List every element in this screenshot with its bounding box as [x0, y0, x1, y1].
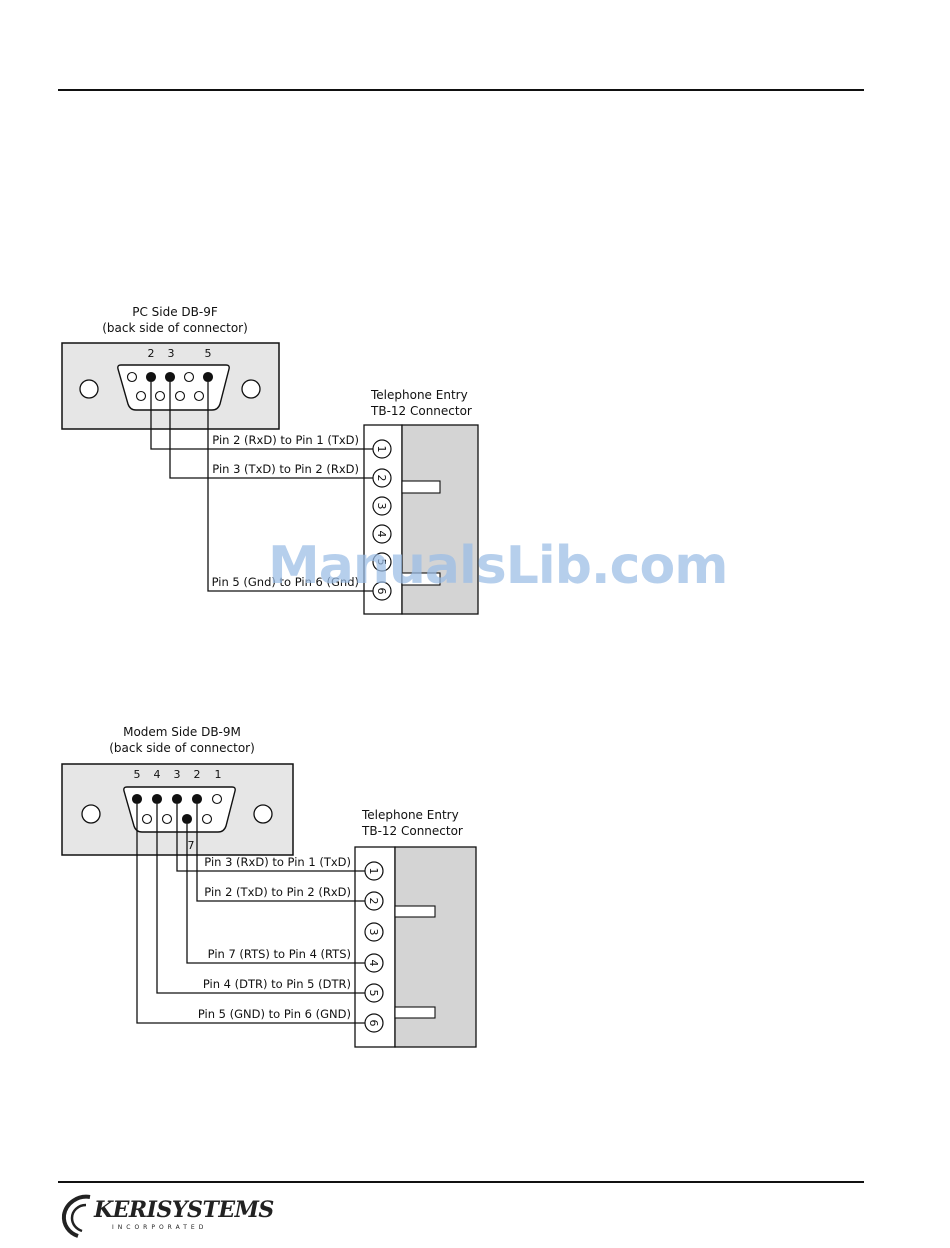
pc-connector-subtitle: (back side of connector) [102, 321, 248, 335]
modem-pin [201, 813, 213, 825]
pc-wire [169, 382, 373, 479]
modem-pin [161, 813, 173, 825]
watermark-text: ManualsLib.com [268, 536, 728, 596]
logo-tagline: INCORPORATED [112, 1224, 208, 1231]
pc-terminal-3: 3 [372, 496, 392, 516]
svg-text:6: 6 [375, 588, 388, 595]
modem-pin7-label: 7 [188, 839, 195, 852]
pc-terminal-tab [401, 572, 441, 586]
bottom-rule [58, 1181, 864, 1183]
modem-wire [156, 804, 365, 994]
modem-pin-number: 3 [174, 768, 181, 781]
modem-pin-number: 1 [215, 768, 222, 781]
pc-terminal-2: 2 [372, 468, 392, 488]
svg-text:6: 6 [367, 1020, 380, 1027]
modem-mount-hole-left [81, 804, 101, 824]
modem-terminal-1: 1 [364, 861, 384, 881]
svg-text:1: 1 [375, 446, 388, 453]
pc-pin [135, 390, 147, 402]
modem-terminal-4: 4 [364, 953, 384, 973]
modem-db9-face [123, 786, 236, 833]
svg-text:4: 4 [375, 531, 388, 538]
modem-wire-label: Pin 3 (RxD) to Pin 1 (TxD) [204, 855, 351, 869]
svg-text:2: 2 [375, 475, 388, 482]
modem-tb-subtitle: TB-12 Connector [361, 824, 463, 838]
pc-wire-label: Pin 5 (Gnd) to Pin 6 (Gnd) [212, 575, 359, 589]
modem-pin [141, 813, 153, 825]
svg-text:5: 5 [367, 990, 380, 997]
modem-terminal-tab [394, 1006, 436, 1019]
modem-connector-title: Modem Side DB-9M [123, 725, 241, 739]
pc-pin [154, 390, 166, 402]
pc-terminal-1: 1 [372, 439, 392, 459]
pc-terminal-5: 5 [372, 552, 392, 572]
pc-terminal-tab [401, 480, 441, 494]
logo-emblem-icon [61, 1194, 91, 1238]
svg-text:5: 5 [375, 559, 388, 566]
svg-text:1: 1 [367, 868, 380, 875]
pc-pin-number: 3 [168, 347, 175, 360]
pc-pin [193, 390, 205, 402]
pc-pin-wired [202, 371, 214, 383]
modem-terminal-5: 5 [364, 983, 384, 1003]
modem-pin-number: 4 [154, 768, 161, 781]
pc-wire-label: Pin 3 (TxD) to Pin 2 (RxD) [212, 462, 359, 476]
svg-text:3: 3 [375, 503, 388, 510]
modem-wire [136, 804, 365, 1024]
pc-terminal-4: 4 [372, 524, 392, 544]
diagram-pc-db9f: PC Side DB-9F (back side of connector) 2… [61, 305, 479, 615]
modem-pin-number: 5 [134, 768, 141, 781]
modem-wire-label: Pin 5 (GND) to Pin 6 (GND) [198, 1007, 351, 1021]
modem-pin-wired [151, 793, 163, 805]
pc-pin-number: 2 [148, 347, 155, 360]
modem-wire [186, 824, 365, 964]
pc-pin-number: 5 [205, 347, 212, 360]
modem-pin-wired [131, 793, 143, 805]
company-logo: KERISYSTEMS INCORPORATED [60, 1193, 274, 1239]
pc-db9-face [117, 364, 230, 411]
modem-terminal-2: 2 [364, 891, 384, 911]
modem-pin [211, 793, 223, 805]
pc-mount-hole-left [79, 379, 99, 399]
modem-pin-wired [181, 813, 193, 825]
modem-terminal-3: 3 [364, 922, 384, 942]
modem-wire-label: Pin 4 (DTR) to Pin 5 (DTR) [203, 977, 351, 991]
modem-mount-hole-right [253, 804, 273, 824]
pc-wire [207, 382, 373, 592]
modem-pin-wired [191, 793, 203, 805]
modem-pin-number: 2 [194, 768, 201, 781]
pc-pin [174, 390, 186, 402]
svg-text:4: 4 [367, 960, 380, 967]
modem-wire [196, 804, 365, 902]
pc-wire-label: Pin 2 (RxD) to Pin 1 (TxD) [212, 433, 359, 447]
diagram-modem-db9m: Modem Side DB-9M (back side of connector… [61, 725, 477, 1048]
pc-tb-title: Telephone Entry [370, 388, 468, 402]
modem-terminal-tab [394, 905, 436, 918]
modem-terminal-6: 6 [364, 1013, 384, 1033]
svg-text:3: 3 [367, 929, 380, 936]
modem-wire-label: Pin 2 (TxD) to Pin 2 (RxD) [204, 885, 351, 899]
pc-pin-wired [145, 371, 157, 383]
pc-wire [150, 382, 373, 450]
svg-text:2: 2 [367, 898, 380, 905]
modem-wire-label: Pin 7 (RTS) to Pin 4 (RTS) [208, 947, 351, 961]
top-rule [58, 89, 864, 91]
pc-pin [126, 371, 138, 383]
logo-wordmark: KERISYSTEMS [94, 1197, 274, 1223]
modem-wire [176, 804, 365, 872]
pc-connector-title: PC Side DB-9F [132, 305, 218, 319]
pc-tb-subtitle: TB-12 Connector [370, 404, 472, 418]
pc-mount-hole-right [241, 379, 261, 399]
modem-connector-subtitle: (back side of connector) [109, 741, 255, 755]
pc-pin-wired [164, 371, 176, 383]
pc-pin [183, 371, 195, 383]
modem-pin-wired [171, 793, 183, 805]
modem-tb-title: Telephone Entry [361, 808, 459, 822]
